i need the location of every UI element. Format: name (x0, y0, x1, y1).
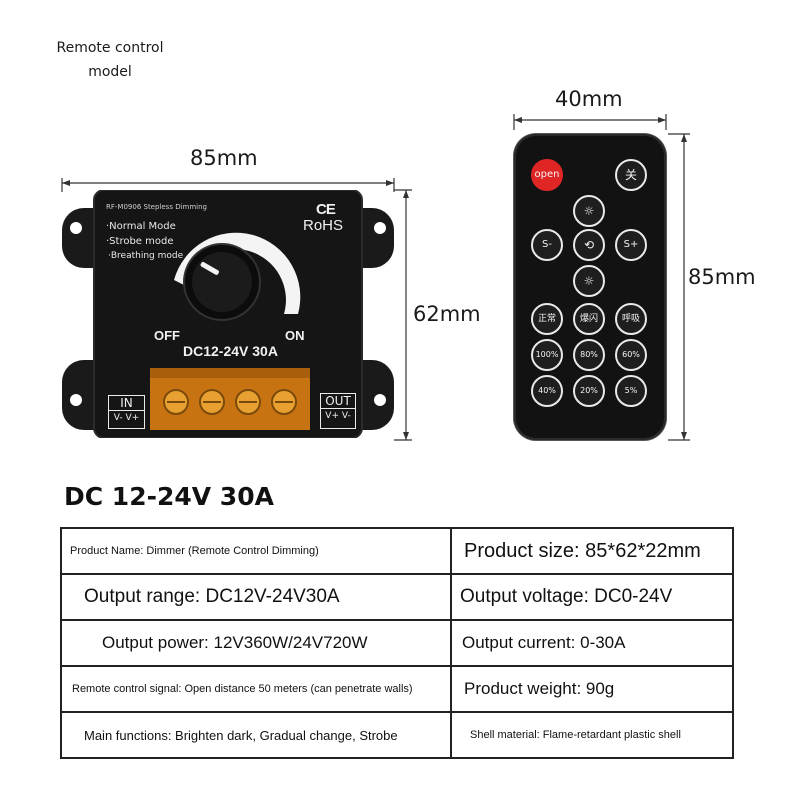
mode-label-strobe: ·Strobe mode (106, 236, 174, 247)
breath-mode-button[interactable]: 呼吸 (615, 303, 647, 335)
ce-mark: CE (316, 201, 336, 218)
cycle-button[interactable]: ⟲ (573, 229, 605, 261)
spec-output-range: Output range: DC12V-24V30A (60, 573, 452, 621)
brightness-up-button[interactable]: ☼ (573, 195, 605, 227)
brightness-5-button[interactable]: 5% (615, 375, 647, 407)
brightness-down-button[interactable]: ☼ (573, 265, 605, 297)
dimmer-width-label: 85mm (190, 146, 258, 170)
spec-output-power: Output power: 12V360W/24V720W (60, 619, 452, 667)
spec-product-name: Product Name: Dimmer (Remote Control Dim… (60, 527, 452, 575)
out-port-pins: V+ V- (325, 411, 351, 421)
on-label: ON (285, 328, 305, 343)
spec-shell-material: Shell material: Flame-retardant plastic … (450, 711, 734, 759)
out-port-label: OUT V+ V- (320, 393, 356, 429)
product-caption: Remote control model (40, 36, 180, 84)
brightness-60-button[interactable]: 60% (615, 339, 647, 371)
out-port-title: OUT (321, 394, 355, 409)
in-port-label: IN V- V+ (108, 395, 145, 429)
dimmer-rating-label: DC12-24V 30A (183, 343, 278, 359)
spec-output-voltage: Output voltage: DC0-24V (450, 573, 734, 621)
remote-height-label: 85mm (688, 265, 756, 289)
brightness-20-button[interactable]: 20% (573, 375, 605, 407)
table-row: Main functions: Brighten dark, Gradual c… (60, 711, 734, 759)
spec-output-current: Output current: 0-30A (450, 619, 734, 667)
table-row: Output power: 12V360W/24V720W Output cur… (60, 619, 734, 667)
remote-width-label: 40mm (555, 87, 623, 111)
off-label: OFF (154, 328, 180, 343)
speed-up-button[interactable]: S+ (615, 229, 647, 261)
table-row: Output range: DC12V-24V30A Output voltag… (60, 573, 734, 621)
brightness-80-button[interactable]: 80% (573, 339, 605, 371)
caption-line-2: model (88, 64, 132, 80)
open-button[interactable]: open (531, 159, 563, 191)
dimension-lines (61, 114, 690, 441)
flash-mode-button[interactable]: 爆闪 (573, 303, 605, 335)
dimmer-height-label: 62mm (413, 302, 481, 326)
in-port-pins: V- V+ (113, 413, 140, 423)
table-row: Product Name: Dimmer (Remote Control Dim… (60, 527, 734, 575)
mode-label-breathing: ·Breathing mode (108, 251, 184, 261)
caption-line-1: Remote control (56, 40, 164, 56)
mode-label-normal: ·Normal Mode (106, 221, 176, 232)
spec-product-weight: Product weight: 90g (450, 665, 734, 713)
off-button[interactable]: 关 (615, 159, 647, 191)
speed-down-button[interactable]: S- (531, 229, 563, 261)
spec-main-functions: Main functions: Brighten dark, Gradual c… (60, 711, 452, 759)
normal-mode-button[interactable]: 正常 (531, 303, 563, 335)
brightness-100-button[interactable]: 100% (531, 339, 563, 371)
spec-remote-signal: Remote control signal: Open distance 50 … (60, 665, 452, 713)
spec-table: Product Name: Dimmer (Remote Control Dim… (60, 527, 734, 759)
remote-control: open 关 ☼ S- ⟲ S+ ☼ 正常 爆闪 呼吸 100% 80% 60%… (514, 134, 666, 440)
rohs-mark: RoHS (303, 217, 344, 234)
dimmer-device (62, 190, 394, 438)
brightness-40-button[interactable]: 40% (531, 375, 563, 407)
table-row: Remote control signal: Open distance 50 … (60, 665, 734, 713)
dimmer-brand-text: RF-M0906 Stepless Dimming (106, 203, 208, 211)
spec-headline: DC 12-24V 30A (64, 482, 274, 511)
in-port-title: IN (109, 396, 144, 411)
spec-product-size: Product size: 85*62*22mm (450, 527, 734, 575)
